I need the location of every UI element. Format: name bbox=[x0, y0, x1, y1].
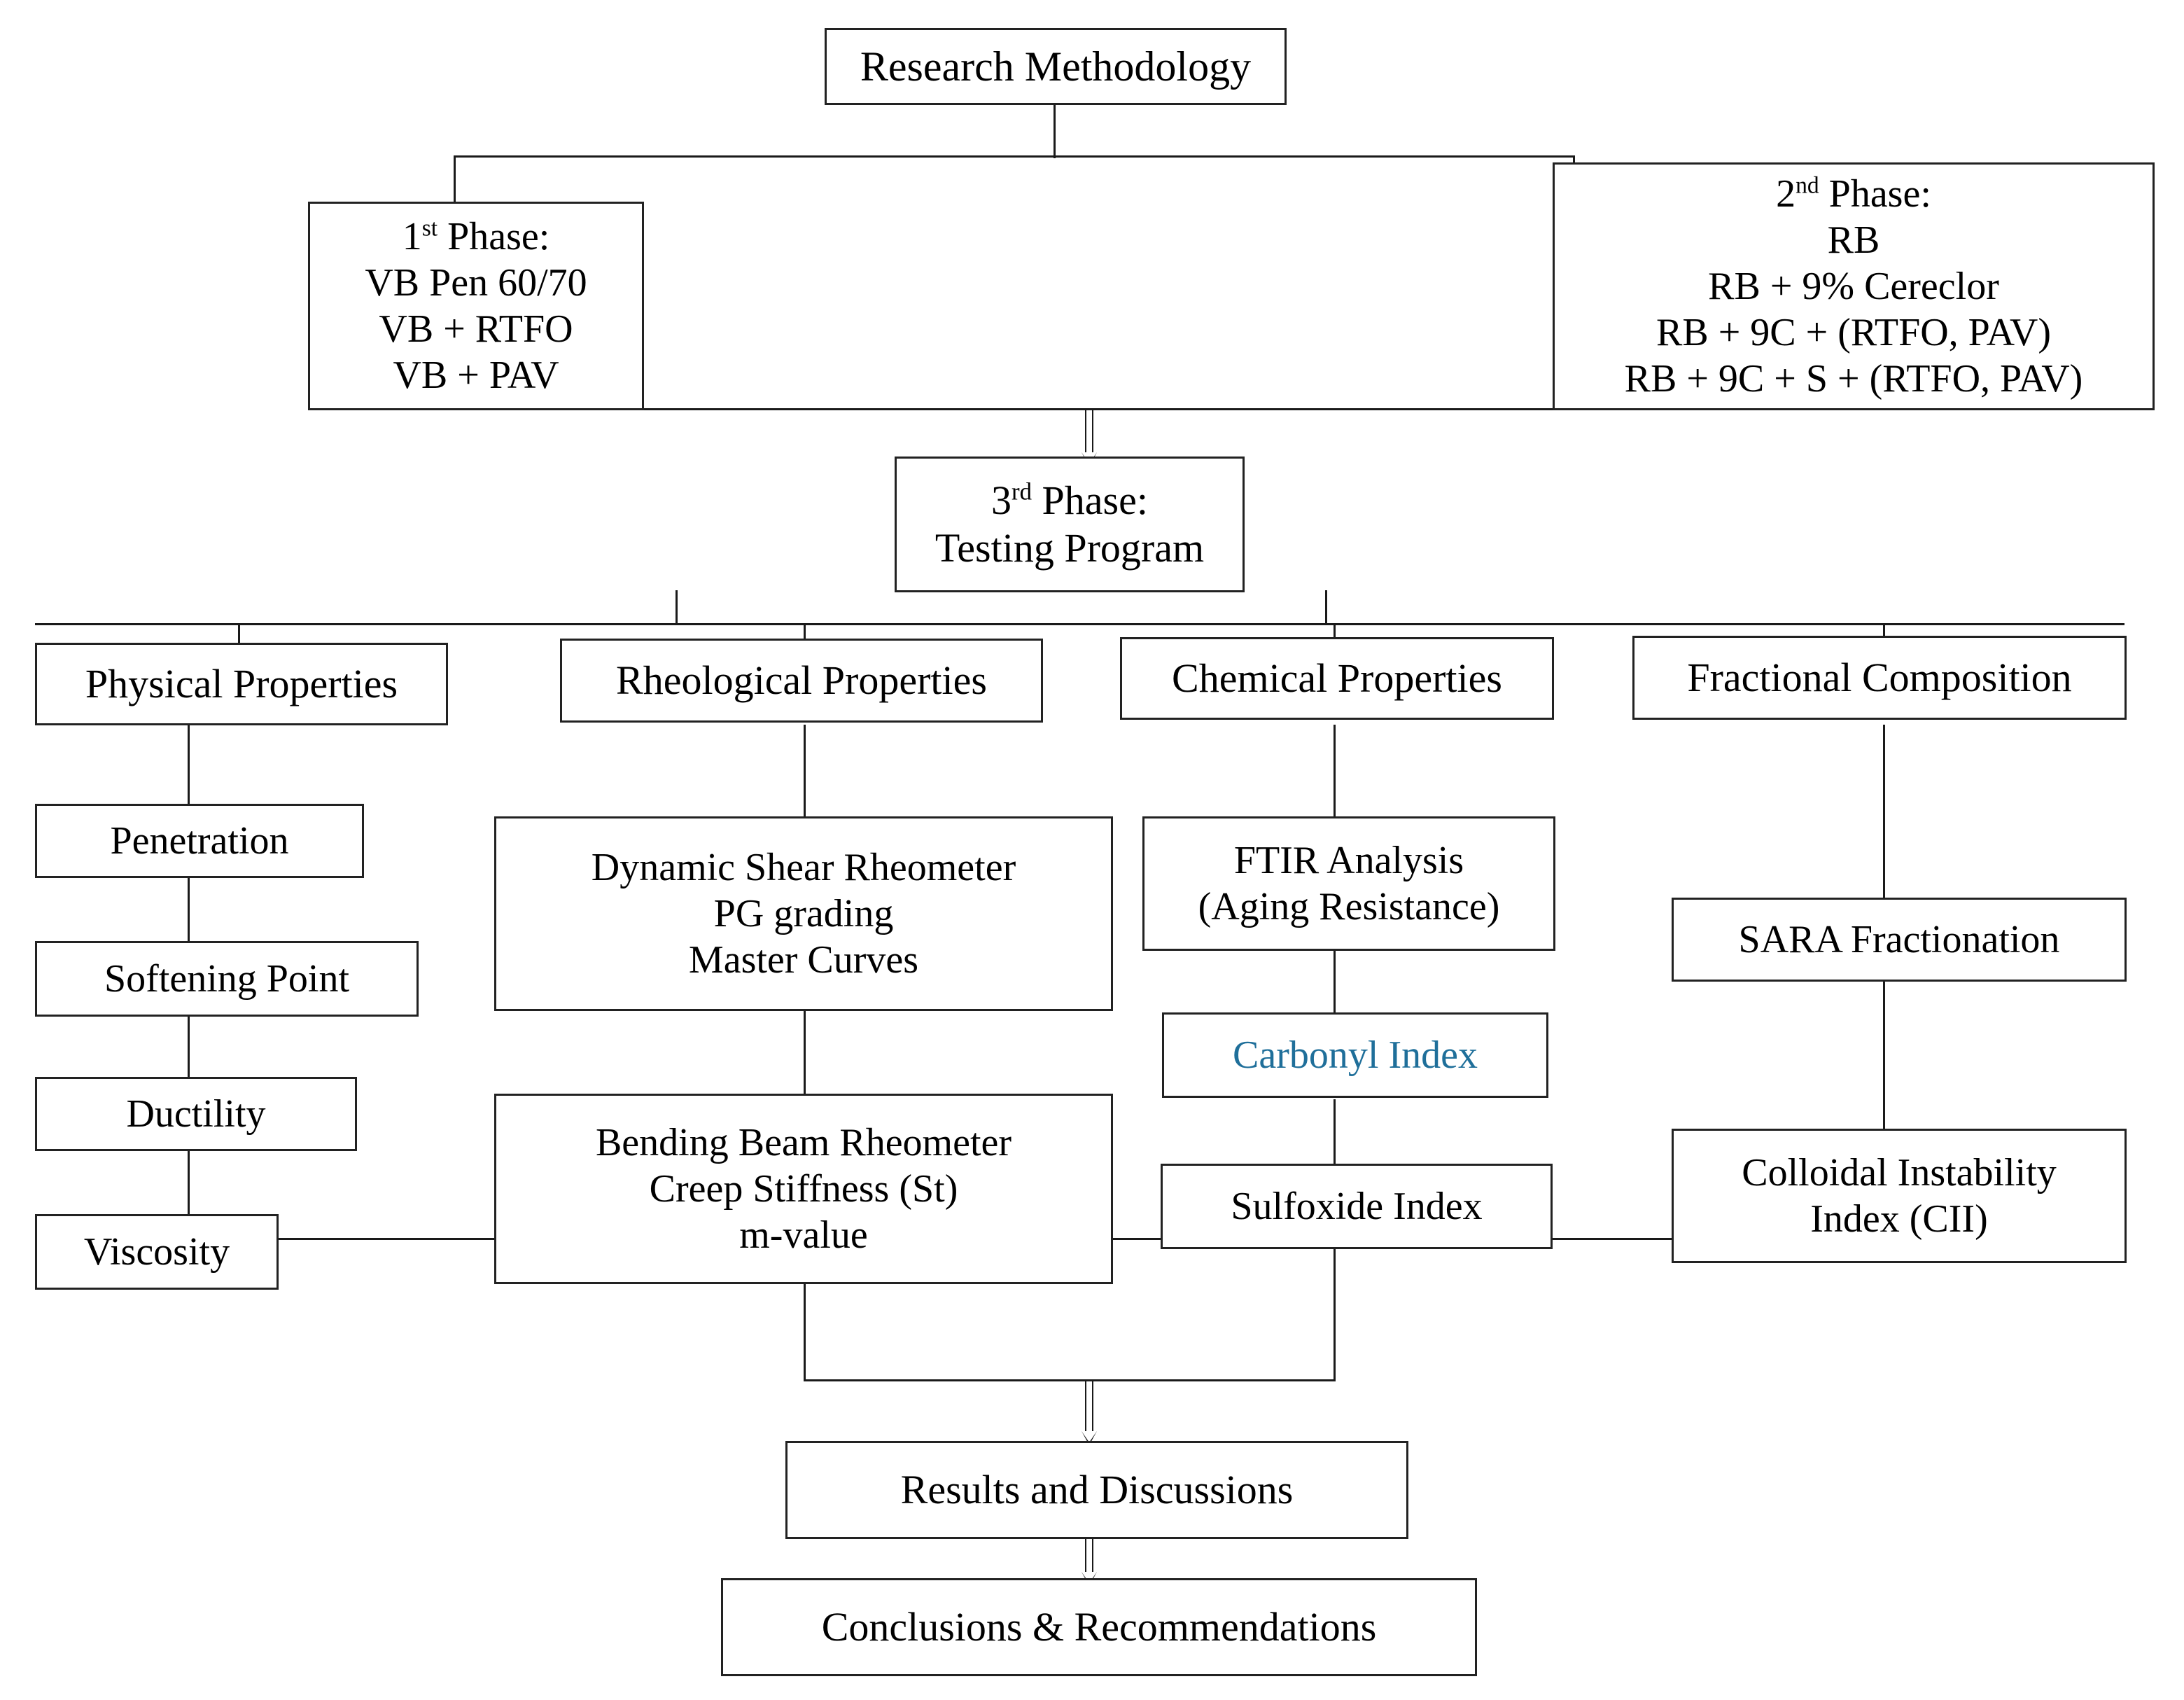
node-penetration[interactable]: Penetration bbox=[35, 804, 364, 878]
connector-fractional-sara bbox=[1883, 725, 1885, 900]
node-rheological-properties[interactable]: Rheological Properties bbox=[560, 639, 1043, 723]
dsr-line-1: PG grading bbox=[713, 891, 894, 935]
connector-category-spine bbox=[35, 623, 2124, 625]
node-sulfoxide-index[interactable]: Sulfoxide Index bbox=[1161, 1164, 1553, 1249]
connector-root-stub bbox=[1054, 102, 1056, 158]
node-phase-2[interactable]: 2nd Phase: RB RB + 9% Cereclor RB + 9C +… bbox=[1553, 162, 2155, 410]
phase2-line-2: RB + 9% Cereclor bbox=[1708, 264, 1999, 308]
bbr-line-2: m-value bbox=[739, 1213, 868, 1257]
connector-carbonyl-sulfoxide bbox=[1334, 1099, 1336, 1169]
connector-ftir-carbonyl bbox=[1334, 949, 1336, 1015]
connector-root-to-phase1 bbox=[454, 155, 456, 206]
node-sara-fractionation[interactable]: SARA Fractionation bbox=[1672, 898, 2127, 982]
phase1-heading: 1st Phase: bbox=[402, 214, 550, 258]
node-phase-3[interactable]: 3rd Phase: Testing Program bbox=[895, 457, 1245, 592]
node-carbonyl-index[interactable]: Carbonyl Index bbox=[1162, 1012, 1548, 1098]
node-label: Sulfoxide Index bbox=[1231, 1184, 1483, 1228]
node-ftir-analysis[interactable]: FTIR Analysis (Aging Resistance) bbox=[1142, 816, 1555, 951]
node-label: Research Methodology bbox=[860, 43, 1252, 90]
connector-sara-cii bbox=[1883, 980, 1885, 1131]
connector-ductility-viscosity bbox=[188, 1148, 190, 1218]
connector-spine-to-rheological bbox=[804, 623, 806, 644]
node-colloidal-instability-index[interactable]: Colloidal Instability Index (CII) bbox=[1672, 1129, 2127, 1263]
bbr-line-1: Creep Stiffness (St) bbox=[649, 1166, 958, 1211]
connector-spine-to-physical bbox=[238, 623, 240, 644]
node-physical-properties[interactable]: Physical Properties bbox=[35, 643, 448, 725]
connector-bottom-right-leg bbox=[1334, 1238, 1336, 1381]
node-label: Physical Properties bbox=[85, 660, 398, 706]
node-fractional-composition[interactable]: Fractional Composition bbox=[1632, 636, 2127, 720]
connector-phases-merge bbox=[308, 408, 1575, 410]
connector-bottom-left-leg bbox=[804, 1238, 806, 1381]
node-chemical-properties[interactable]: Chemical Properties bbox=[1120, 637, 1554, 720]
node-label: Rheological Properties bbox=[616, 657, 987, 703]
connector-phase3-right-leg bbox=[1325, 590, 1327, 625]
connector-root-spine bbox=[454, 155, 1575, 158]
phase3-heading: 3rd Phase: bbox=[991, 477, 1148, 523]
cii-line-0: Colloidal Instability bbox=[1742, 1150, 2057, 1194]
cii-line-1: Index (CII) bbox=[1810, 1197, 1988, 1241]
phase3-subtitle: Testing Program bbox=[934, 525, 1205, 571]
node-viscosity[interactable]: Viscosity bbox=[35, 1214, 279, 1290]
node-label: Penetration bbox=[110, 818, 289, 863]
node-bending-beam-rheometer[interactable]: Bending Beam Rheometer Creep Stiffness (… bbox=[494, 1094, 1113, 1284]
connector-physical-penetration bbox=[188, 725, 190, 812]
node-label: Chemical Properties bbox=[1172, 655, 1502, 701]
dsr-line-0: Dynamic Shear Rheometer bbox=[591, 845, 1016, 889]
node-conclusions-and-recommendations[interactable]: Conclusions & Recommendations bbox=[721, 1578, 1477, 1676]
connector-softening-ductility bbox=[188, 1014, 190, 1084]
node-research-methodology[interactable]: Research Methodology bbox=[825, 28, 1287, 105]
node-dynamic-shear-rheometer[interactable]: Dynamic Shear Rheometer PG grading Maste… bbox=[494, 816, 1113, 1011]
node-ductility[interactable]: Ductility bbox=[35, 1077, 357, 1151]
node-label: Results and Discussions bbox=[900, 1466, 1294, 1512]
node-label: Fractional Composition bbox=[1687, 654, 2072, 700]
phase1-line-3: VB + PAV bbox=[393, 354, 559, 398]
connector-dsr-bbr bbox=[804, 1008, 806, 1096]
node-label: Ductility bbox=[126, 1092, 266, 1136]
arrow-to-results bbox=[1081, 1381, 1098, 1445]
connector-rheological-dsr bbox=[804, 725, 806, 819]
connector-root-to-phase2 bbox=[1573, 155, 1575, 164]
dsr-line-2: Master Curves bbox=[688, 938, 919, 982]
node-softening-point[interactable]: Softening Point bbox=[35, 941, 419, 1017]
connector-spine-to-fractional bbox=[1883, 623, 1885, 644]
ftir-line-0: FTIR Analysis bbox=[1233, 838, 1464, 882]
node-phase-1[interactable]: 1st Phase: VB Pen 60/70 VB + RTFO VB + P… bbox=[308, 202, 644, 410]
connector-bottom-merge bbox=[804, 1379, 1336, 1381]
connector-spine-to-chemical bbox=[1334, 623, 1336, 644]
node-label: Viscosity bbox=[83, 1229, 230, 1274]
connector-phase3-left-leg bbox=[676, 590, 678, 625]
node-label: Conclusions & Recommendations bbox=[821, 1603, 1377, 1650]
phase2-heading: 2nd Phase: bbox=[1776, 172, 1931, 216]
phase1-line-2: VB + RTFO bbox=[379, 307, 573, 351]
ftir-line-1: (Aging Resistance) bbox=[1198, 885, 1500, 928]
node-label: SARA Fractionation bbox=[1738, 917, 2060, 961]
connector-penetration-softening bbox=[188, 875, 190, 945]
node-label: Carbonyl Index bbox=[1233, 1033, 1478, 1077]
bbr-line-0: Bending Beam Rheometer bbox=[595, 1120, 1012, 1164]
phase2-line-3: RB + 9C + (RTFO, PAV) bbox=[1656, 311, 2051, 355]
phase2-line-1: RB bbox=[1827, 218, 1880, 262]
connector-chemical-ftir bbox=[1334, 725, 1336, 819]
phase1-line-1: VB Pen 60/70 bbox=[365, 260, 587, 305]
node-results-and-discussions[interactable]: Results and Discussions bbox=[785, 1441, 1408, 1539]
phase2-line-4: RB + 9C + S + (RTFO, PAV) bbox=[1624, 357, 2083, 401]
node-label: Softening Point bbox=[104, 956, 350, 1001]
